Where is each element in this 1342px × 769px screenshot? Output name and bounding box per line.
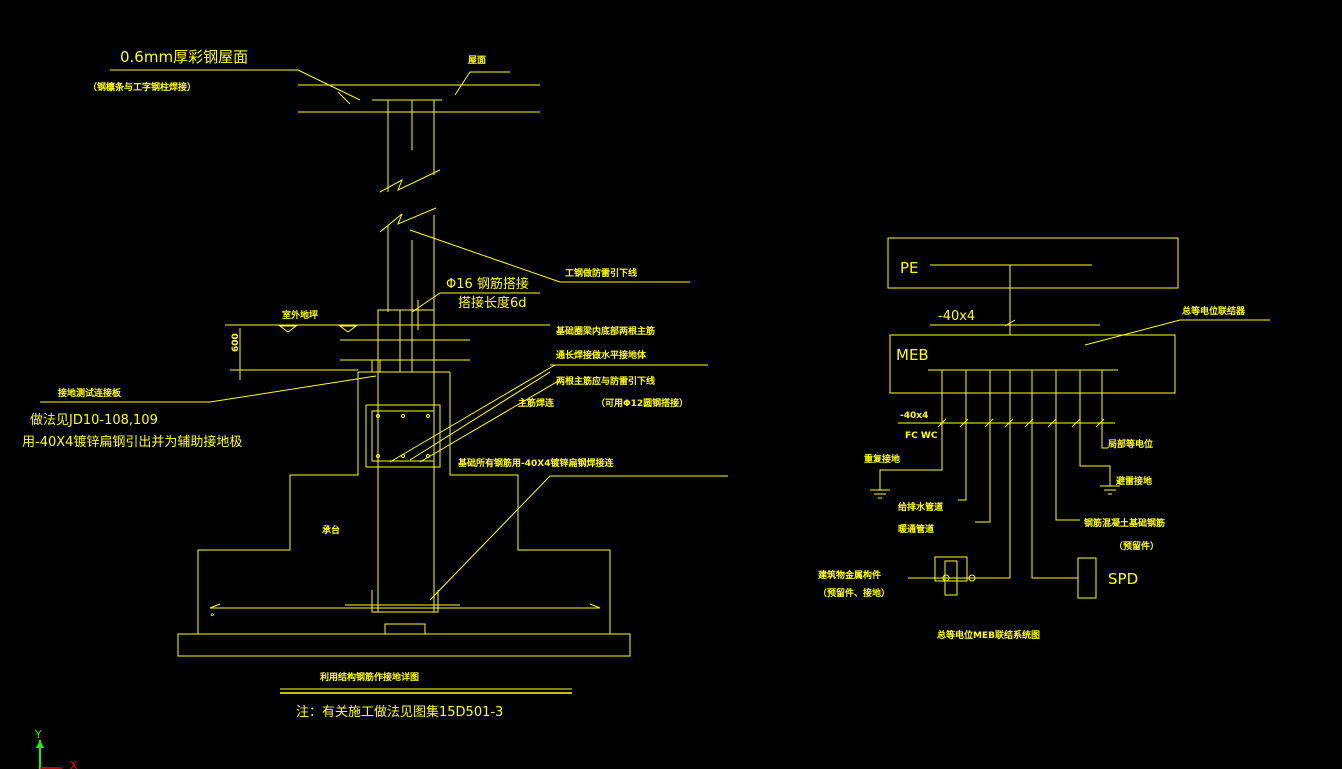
meb-label: MEB: [896, 346, 929, 364]
ground-label: 室外地坪: [282, 309, 318, 321]
foundation-flat-leader: [429, 475, 728, 601]
roof-label: 0.6mm厚彩钢屋面: [120, 48, 248, 66]
weld-label: 搭接长度6d: [458, 295, 527, 311]
fc-wc-label: FC WC: [905, 431, 938, 441]
ground-symbol-right: [1100, 485, 1120, 495]
branch-spd: [1031, 370, 1078, 579]
meb-connector-label: 总等电位联结器: [1182, 305, 1246, 317]
roof-top-leader: [454, 71, 510, 96]
base-slab: [177, 633, 631, 657]
column-leader: [409, 229, 690, 283]
branch-lightning: [1079, 370, 1111, 486]
right-title: 总等电位MEB联结系统图: [937, 629, 1040, 641]
test-point-label: 接地测试连接板: [58, 387, 122, 399]
pe-box: [887, 237, 1179, 289]
beam-section: [365, 404, 441, 468]
branch-local-label: 局部等电位: [1108, 438, 1153, 450]
roof-note: （钢檩条与工字钢柱焊接）: [88, 81, 196, 93]
roof-leader: [110, 69, 361, 101]
rebar-label: Φ16 钢筋搭接: [446, 276, 529, 292]
pe-label: PE: [900, 259, 919, 277]
break-line-top: [379, 169, 441, 193]
axis-y-label: Y: [34, 728, 42, 741]
grounding-detail: 0.6mm厚彩钢屋面 （钢檩条与工字钢柱焊接） 屋面 工钢做防雷引下线 Φ16 …: [22, 48, 728, 720]
meb-system-diagram: PE -40x4 总等电位联结器 MEB -40x4 FC WC 重复接地 给排…: [818, 237, 1270, 641]
cap-label: 承台: [322, 524, 340, 536]
axis-x-label: X: [70, 759, 78, 769]
ref-jd: 做法见JD10-108,109: [30, 413, 158, 428]
column-label: 工钢做防雷引下线: [565, 267, 637, 279]
branch-rebar-note: （预留件）: [1114, 540, 1159, 552]
left-note: 注：有关施工做法见图集15D501-3: [296, 704, 503, 720]
test-point-leader: [40, 375, 377, 403]
rebar-note-5: （可用Φ12圆钢搭接）: [596, 397, 688, 409]
branch-lightning-label: 避雷接地: [1116, 475, 1152, 487]
spd-box: [1077, 557, 1097, 599]
rebar-note-1: 基础圈梁内底部两根主筋: [555, 325, 655, 337]
branch-hvac-label: 暖通管道: [898, 523, 934, 535]
rebar-note-4: 主筋焊连: [518, 397, 555, 409]
foundation-flat-label: 基础所有钢筋用-40X4镀锌扁钢焊接连: [457, 457, 614, 469]
ucs-axis-icon: Y X: [34, 728, 78, 769]
break-line-bottom: [379, 207, 437, 233]
flat-steel-label: 用-40X4镀锌扁钢引出并为辅助接地极: [22, 434, 242, 450]
ground-beam: [377, 309, 435, 373]
meb-leader: [1084, 319, 1270, 346]
svg-text:°: °: [210, 613, 215, 623]
branch-metal-label: 建筑物金属构件: [818, 569, 881, 581]
rebar-note-2: 通长焊接做水平接地体: [556, 349, 647, 361]
branch-rebar-label: 钢筋混凝土基础钢筋: [1084, 517, 1165, 529]
test-plate: [371, 359, 381, 373]
dim-600: 600: [231, 333, 241, 352]
branch-metal-note: （预留件、接地）: [818, 587, 890, 599]
spd-label: SPD: [1108, 570, 1138, 588]
branch-metal: [908, 370, 1011, 579]
roof-top-label: 屋面: [468, 55, 486, 66]
branch-repeat-ground: [879, 370, 943, 490]
branch-repeat-ground-label: 重复接地: [864, 453, 900, 465]
branch-water-label: 给排水管道: [898, 501, 943, 513]
flat-40x4-top: -40x4: [938, 309, 975, 324]
ground-symbol-left: [870, 489, 890, 499]
rebar-note-3: 两根主筋应与防雷引下线: [556, 375, 655, 387]
flat-40x4-bottom: -40x4: [900, 411, 928, 421]
left-title: 利用结构钢筋作接地详图: [319, 671, 419, 683]
